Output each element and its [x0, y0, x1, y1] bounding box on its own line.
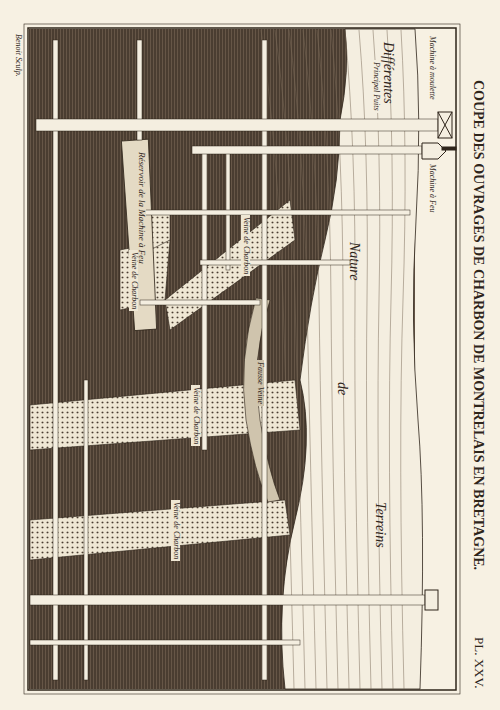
engraver-signature: Benoit Sculp.	[13, 32, 22, 79]
strata-label: de	[335, 380, 350, 397]
vein-label: Veine de Charbon	[241, 215, 250, 276]
strata-label: Terreins	[373, 500, 388, 550]
machine-label: Machine à Feu	[427, 162, 436, 214]
strata-label: Différentes	[381, 40, 396, 106]
vein-label: Veine de Charbon	[191, 385, 200, 446]
vein-label: Veine de Charbon	[171, 500, 180, 561]
shaft-label: Principal Puits	[371, 60, 380, 113]
reservoir-label: Réservoir de la Machine à Feu	[136, 150, 146, 266]
vein-label: Veine de Charbon	[129, 250, 138, 311]
strata-label: Nature	[347, 240, 362, 282]
plate-number: PL. XXV.	[472, 635, 486, 690]
plate-title: COUPE DES OUVRAGES DE CHARBON DE MONTREL…	[471, 78, 486, 572]
machine-label: Machine à moulette	[427, 34, 436, 102]
vein-label: Fausse Veine	[255, 360, 264, 406]
